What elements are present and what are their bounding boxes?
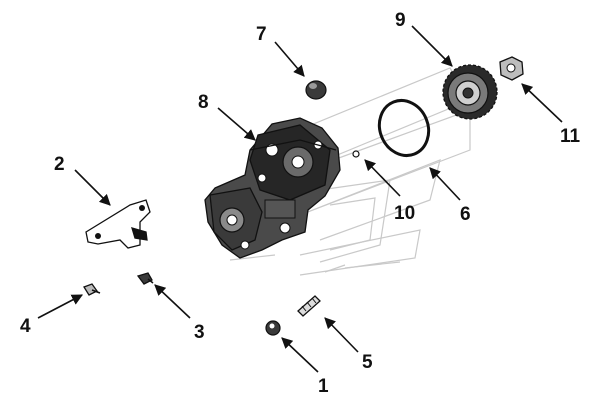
callout-9: 9 xyxy=(395,10,406,31)
screw-part-4 xyxy=(83,283,101,296)
callout-5: 5 xyxy=(362,352,373,373)
callout-3: 3 xyxy=(194,322,205,343)
stud-part-5 xyxy=(297,295,321,317)
leader-3 xyxy=(154,284,191,319)
leader-9 xyxy=(411,25,453,67)
leader-7 xyxy=(274,41,305,77)
leader-4 xyxy=(37,294,83,319)
leader-10 xyxy=(364,159,401,197)
nut-part xyxy=(499,56,524,81)
leader-5 xyxy=(324,317,359,353)
callout-7: 7 xyxy=(256,24,267,45)
cap-plug-part xyxy=(305,80,327,100)
leader-8 xyxy=(217,107,256,141)
callout-11: 11 xyxy=(560,126,581,147)
bolt-part-3 xyxy=(136,272,154,285)
leader-6 xyxy=(429,167,461,201)
callout-6: 6 xyxy=(460,204,471,225)
callout-1: 1 xyxy=(318,376,329,397)
fitting-part-1 xyxy=(265,320,281,336)
callout-8: 8 xyxy=(198,92,209,113)
compressor-housing-part xyxy=(204,117,341,259)
leader-lines xyxy=(37,25,563,373)
callout-2: 2 xyxy=(54,154,65,175)
leader-11 xyxy=(521,83,563,123)
mounting-bracket-part xyxy=(85,199,151,249)
leader-1 xyxy=(281,337,319,373)
callout-4: 4 xyxy=(20,316,31,337)
callout-labels: 7 8 9 11 6 10 2 3 4 5 1 xyxy=(20,10,581,397)
small-pin-part xyxy=(352,150,360,158)
drive-gear-part xyxy=(442,64,498,120)
o-ring-part xyxy=(377,99,431,157)
leader-2 xyxy=(74,169,111,206)
callout-10: 10 xyxy=(394,203,415,224)
